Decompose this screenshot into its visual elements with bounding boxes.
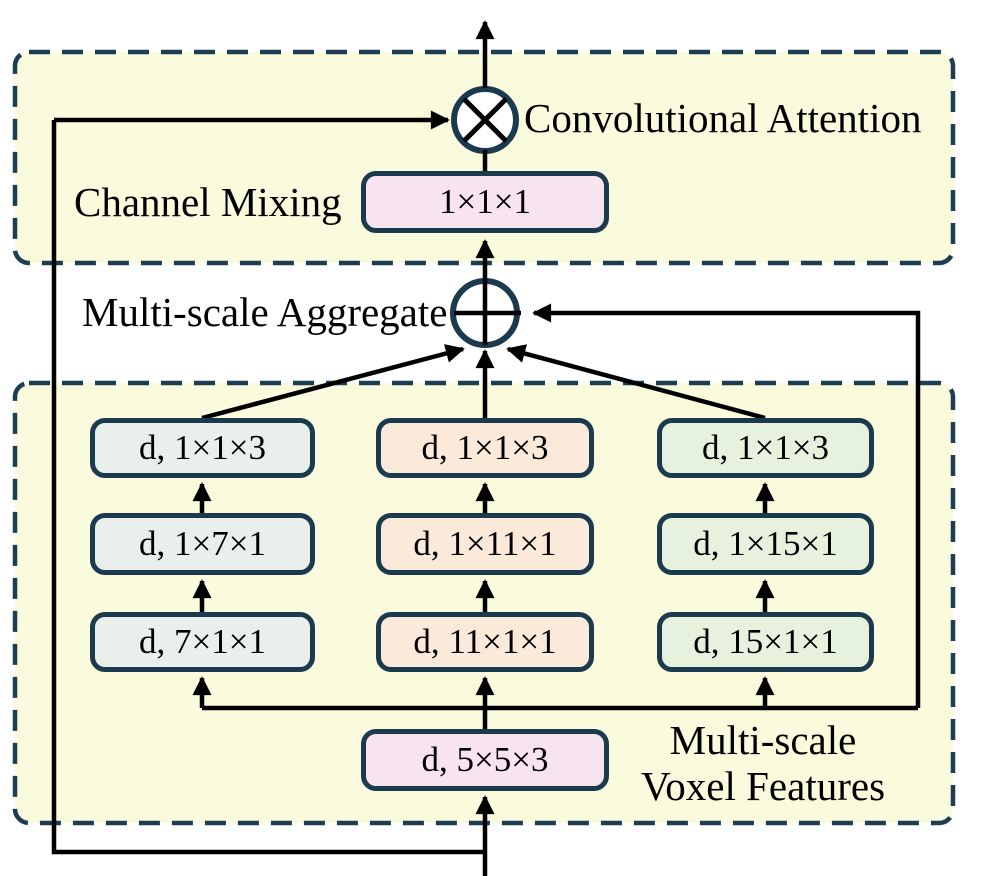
branch11-box-1x11x1: d, 1×11×1	[376, 513, 594, 575]
branch11-box-1x1x3: d, 1×1×3	[376, 418, 594, 478]
aggregate-converge-arrows	[201, 344, 766, 421]
column-stack-arrows	[192, 482, 775, 612]
left-bypass-line	[51, 110, 485, 855]
channel-mixing-label: Channel Mixing	[74, 179, 342, 225]
multi-scale-aggregate-label: Multi-scale Aggregate	[82, 289, 448, 335]
branch15-box-1x1x3: d, 1×1×3	[657, 418, 874, 478]
branch7-box-7x1x1: d, 7×1×1	[90, 612, 315, 672]
branch-split-lines	[192, 676, 918, 729]
branch11-box-11x1x1: d, 11×1×1	[376, 612, 594, 672]
branch15-box-15x1x1: d, 15×1×1	[657, 612, 874, 672]
input-conv-5x5x3-box: d, 5×5×3	[361, 729, 609, 791]
conv-1x1x1-box: 1×1×1	[361, 171, 609, 233]
multi-scale-voxel-features-label: Multi-scale Voxel Features	[618, 717, 908, 809]
branch7-box-1x7x1: d, 1×7×1	[90, 513, 315, 575]
multiply-icon	[451, 86, 519, 154]
right-bypass-line	[454, 303, 921, 708]
convolutional-attention-label: Convolutional Attention	[524, 95, 922, 141]
caption-line-2: Voxel Features	[640, 763, 886, 809]
branch7-box-1x1x3: d, 1×1×3	[90, 418, 315, 478]
caption-line-1: Multi-scale	[669, 717, 857, 763]
branch15-box-1x15x1: d, 1×15×1	[657, 513, 874, 575]
